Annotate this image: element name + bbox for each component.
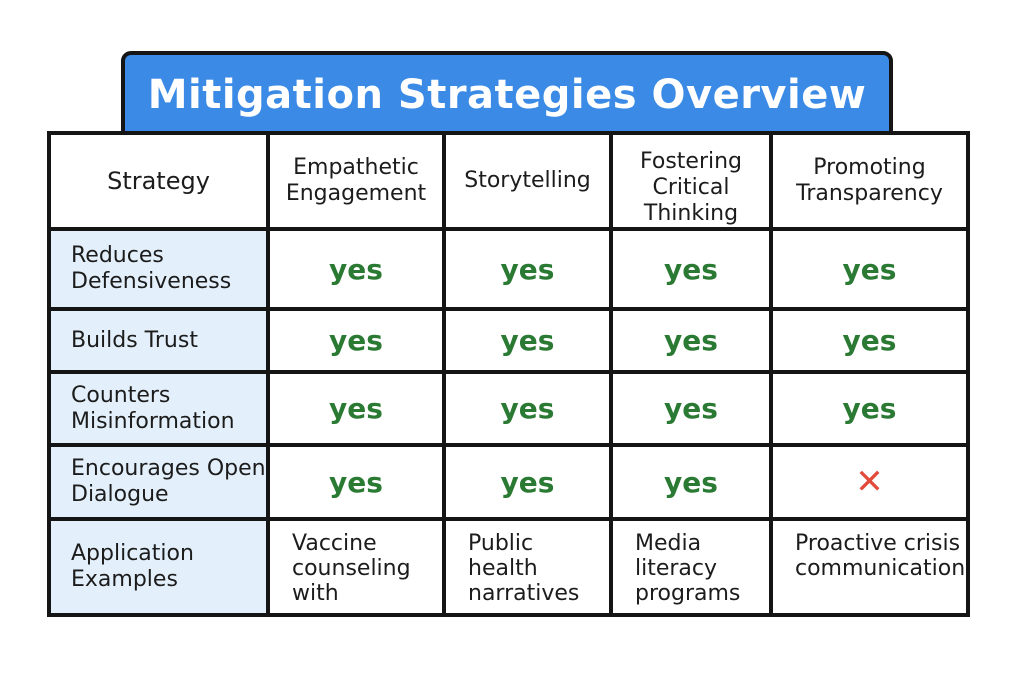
cell-value: yes — [266, 370, 446, 447]
cell-value: yes — [769, 370, 970, 447]
example-text: Media literacy programs — [609, 517, 773, 617]
row-label: Builds Trust — [47, 307, 270, 374]
table-row: Counters Misinformation yes yes yes yes — [47, 370, 970, 447]
cell-value: yes — [266, 307, 446, 374]
header-strategy: Strategy — [47, 131, 270, 231]
cell-value: yes — [609, 307, 773, 374]
row-label: Reduces Defensiveness — [47, 227, 270, 311]
cell-value: yes — [609, 227, 773, 311]
cell-value: yes — [442, 370, 613, 447]
examples-row: Application Examples Vaccine counseling … — [47, 517, 970, 617]
cell-value: yes — [769, 227, 970, 311]
header-empathetic-engagement: Empathetic Engagement — [266, 131, 446, 231]
header-row: Strategy Empathetic Engagement Storytell… — [47, 131, 970, 231]
cell-value: yes — [609, 443, 773, 521]
page-title: Mitigation Strategies Overview — [147, 72, 867, 118]
header-storytelling: Storytelling — [442, 131, 613, 231]
cell-value: yes — [442, 443, 613, 521]
cell-value: yes — [442, 227, 613, 311]
cell-value: yes — [609, 370, 773, 447]
example-text: Public health narratives — [442, 517, 613, 617]
cell-value: yes — [769, 307, 970, 374]
header-promoting-transparency: Promoting Transparency — [769, 131, 970, 231]
header-fostering-critical-thinking: Fostering Critical Thinking — [609, 131, 773, 231]
table-row: Reduces Defensiveness yes yes yes yes — [47, 227, 970, 311]
cell-value: yes — [266, 227, 446, 311]
example-text: Proactive crisis communication — [769, 517, 970, 617]
row-label: Encourages Open Dialogue — [47, 443, 270, 521]
table-row: Encourages Open Dialogue yes yes yes ✕ — [47, 443, 970, 521]
row-label: Application Examples — [47, 517, 270, 617]
cell-value: yes — [266, 443, 446, 521]
row-label: Counters Misinformation — [47, 370, 270, 447]
cross-icon: ✕ — [769, 443, 970, 521]
cell-value: yes — [442, 307, 613, 374]
table-row: Builds Trust yes yes yes yes — [47, 307, 970, 374]
example-text: Vaccine counseling with — [266, 517, 446, 617]
strategy-matrix: Strategy Empathetic Engagement Storytell… — [47, 131, 970, 617]
